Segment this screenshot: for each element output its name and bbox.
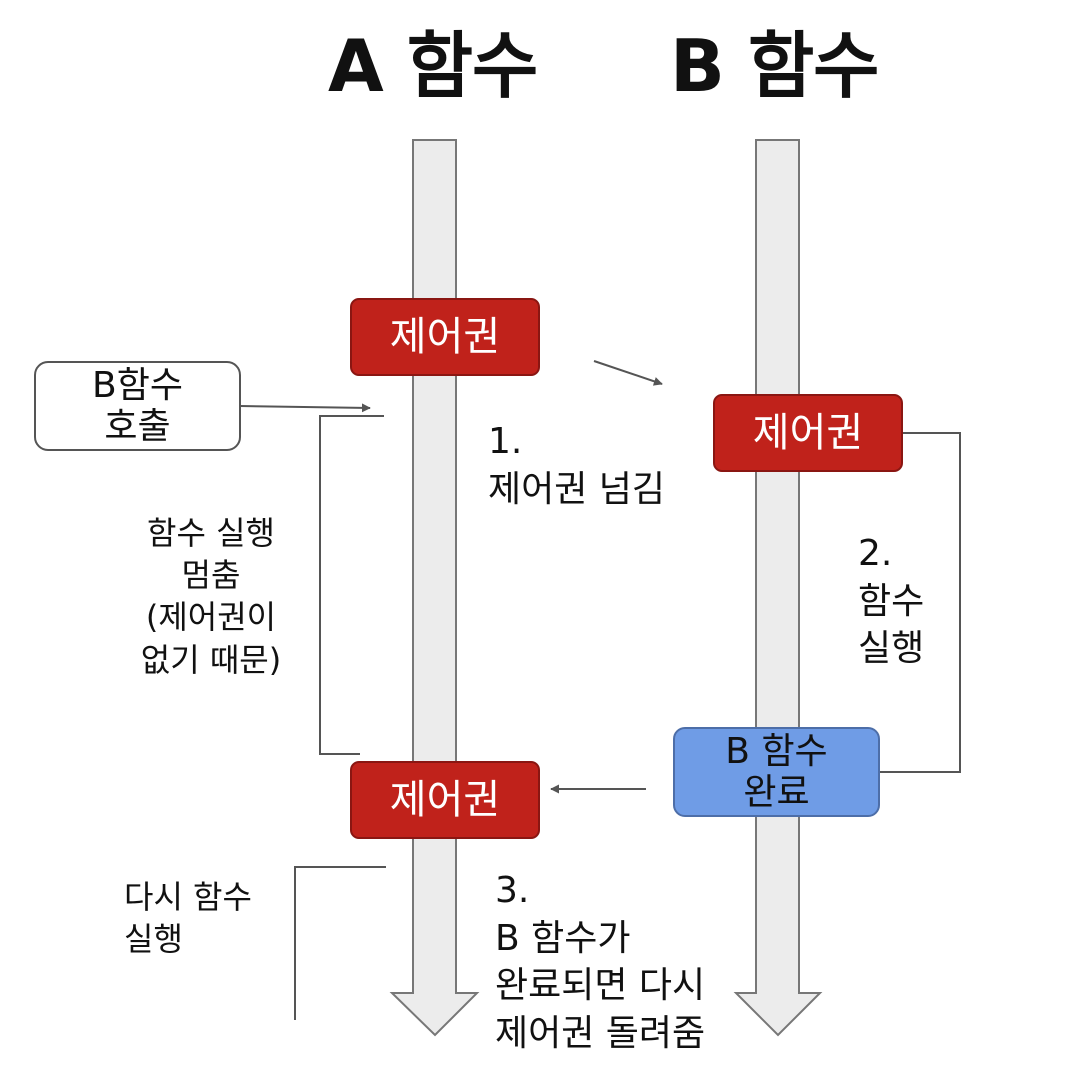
step-2-line: 실행 [858,628,925,670]
title-function-b: B 함수 [670,24,879,108]
control-box-a-top: 제어권 [350,298,540,376]
step-2-label: 2. 함수 실행 [858,530,924,673]
step-1-line: 제어권 넘김 [488,468,666,510]
title-function-a: A 함수 [328,24,538,108]
control-box-b: 제어권 [713,394,903,472]
resume-bracket [294,866,386,1020]
b-complete-box-line: 완료 [743,772,810,813]
paused-note-line: 없기 때문) [140,640,282,679]
step-3-line: 완료되면 다시 [495,965,706,1007]
paused-note-line: (제어권이 [145,598,277,637]
paused-note-line: 멈춤 [181,556,241,595]
step-3-line: 제어권 돌려줌 [495,1012,706,1054]
control-box-label: 제어권 [389,777,501,823]
resume-note: 다시 함수 실행 [124,876,252,960]
handoff-arrow [593,360,663,386]
step-3-label: 3. B 함수가 완료되면 다시 제어권 돌려줌 [495,867,705,1057]
call-b-box: B함수 호출 [34,361,241,451]
call-b-box-line: B함수 [92,364,183,406]
step-3-line: 3. [495,870,530,911]
step-1-line: 1. [488,421,523,462]
paused-note-line: 함수 실행 [147,514,275,552]
b-complete-box-line: B 함수 [725,730,828,772]
step-1-label: 1. 제어권 넘김 [488,418,665,513]
pause-bracket [319,415,384,755]
step-3-line: B 함수가 [495,917,631,959]
execution-bracket [878,432,961,773]
control-box-label: 제어권 [752,410,864,456]
call-arrow [239,403,371,413]
control-box-label: 제어권 [389,314,501,360]
lane-a-arrow [389,139,480,1037]
control-box-a-bottom: 제어권 [350,761,540,839]
step-2-line: 2. [858,533,893,574]
resume-note-line: 다시 함수 [124,878,252,916]
paused-note: 함수 실행 멈춤 (제어권이 없기 때문) [118,512,304,681]
resume-note-line: 실행 [124,920,183,959]
lane-b-arrow [733,139,823,1037]
step-2-line: 함수 [858,580,925,622]
b-complete-box: B 함수 완료 [673,727,880,817]
call-b-box-line: 호출 [104,406,171,447]
